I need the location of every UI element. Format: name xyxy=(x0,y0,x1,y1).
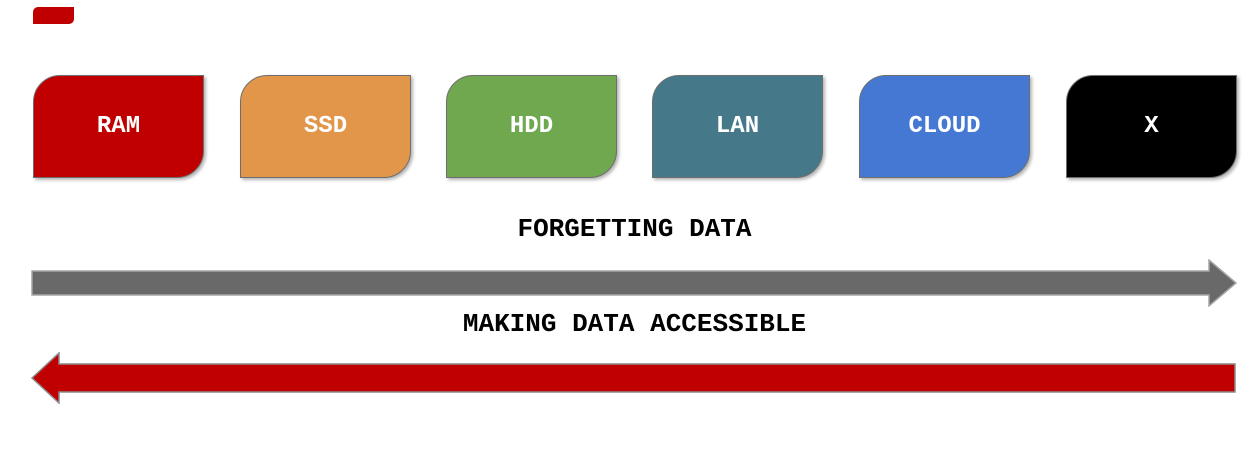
box-x: X xyxy=(1066,75,1237,178)
box-hdd: HDD xyxy=(446,75,617,178)
box-ssd: SSD xyxy=(240,75,411,178)
box-ssd-label: SSD xyxy=(303,113,348,140)
box-lan: LAN xyxy=(652,75,823,178)
making-data-accessible-heading: MAKING DATA ACCESSIBLE xyxy=(462,309,807,339)
box-lan-label: LAN xyxy=(715,113,760,140)
box-ram-label: RAM xyxy=(96,113,141,140)
right-arrow-shape xyxy=(31,259,1238,307)
red-marker-shape xyxy=(33,7,74,24)
left-arrow-shape xyxy=(31,352,1236,404)
forgetting-data-heading: FORGETTING DATA xyxy=(517,214,752,244)
box-cloud-label: CLOUD xyxy=(908,113,981,140)
box-x-label: X xyxy=(1144,113,1159,140)
box-hdd-label: HDD xyxy=(509,113,554,140)
left-arrow xyxy=(31,352,1236,404)
right-arrow xyxy=(31,259,1238,307)
box-ram: RAM xyxy=(33,75,204,178)
box-cloud: CLOUD xyxy=(859,75,1030,178)
